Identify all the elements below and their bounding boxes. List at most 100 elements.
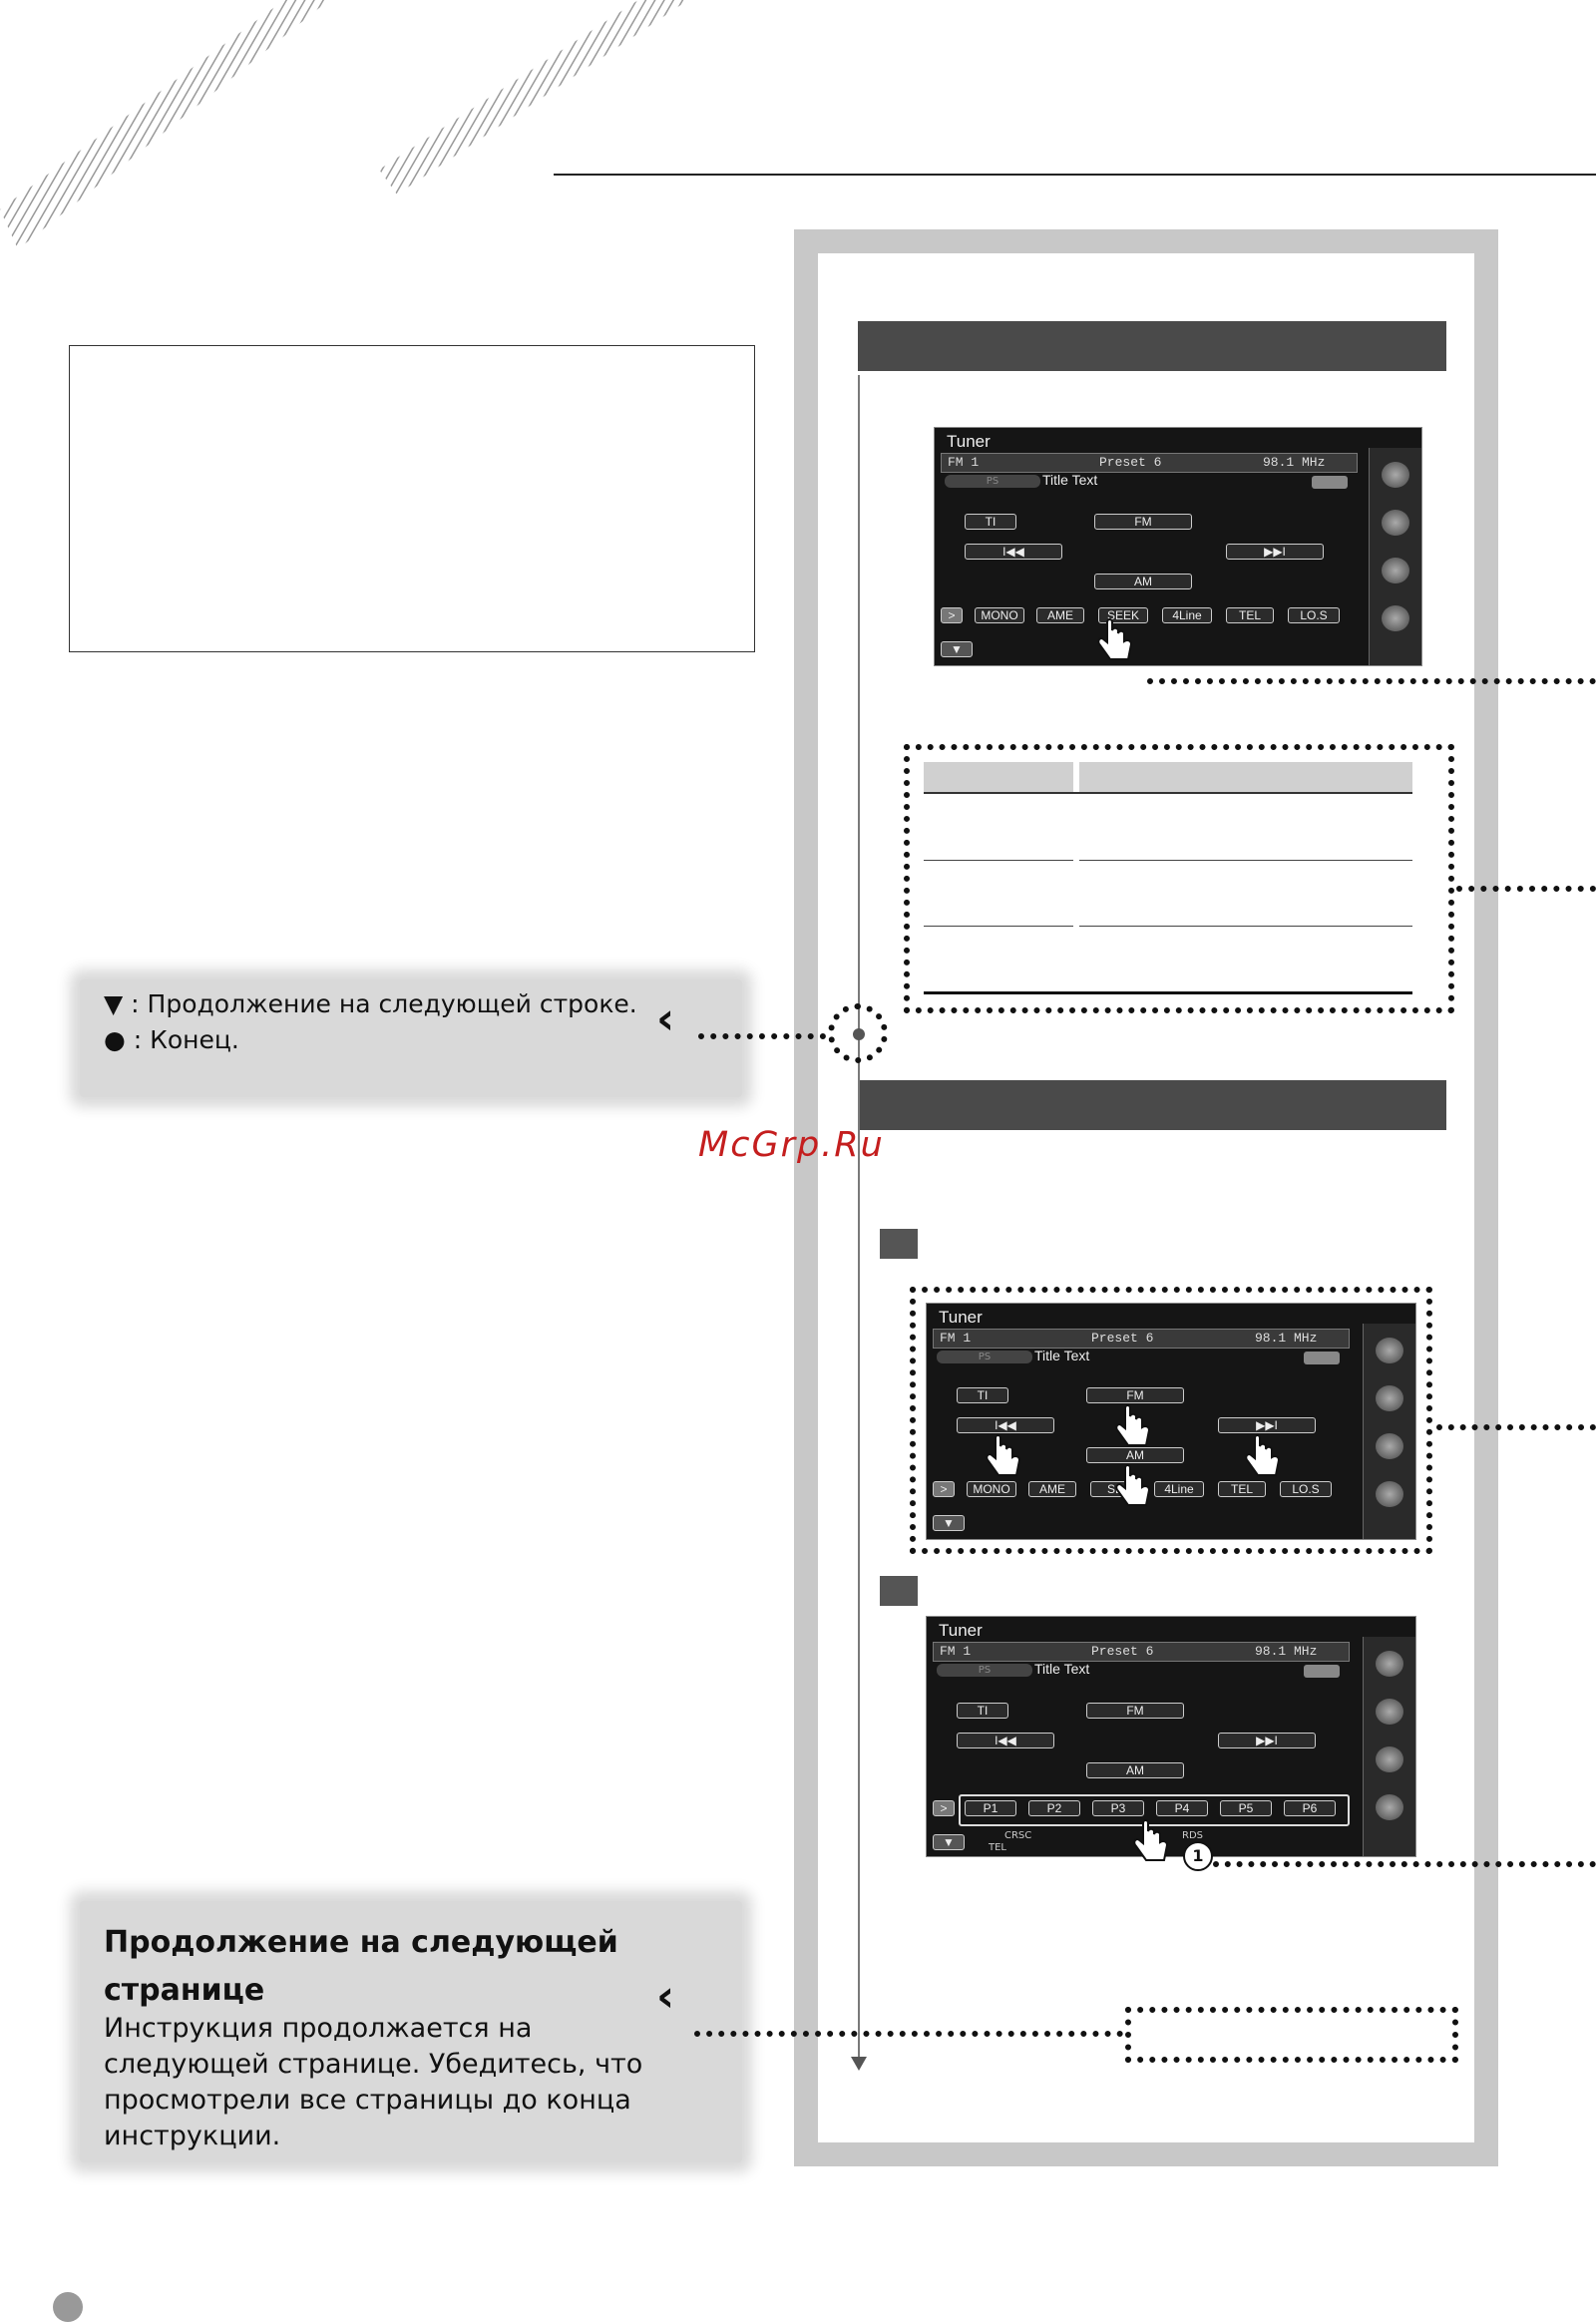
fm-button[interactable]: FM: [1086, 1703, 1184, 1719]
mono-button[interactable]: MONO: [975, 607, 1024, 623]
menu-icon[interactable]: [1382, 462, 1409, 488]
continue-connector: [694, 2031, 1123, 2037]
music-icon[interactable]: [1376, 1385, 1403, 1411]
tuner-screen-2: Tuner FM 1 Preset 6 98.1 MHz PS Title Te…: [926, 1303, 1416, 1540]
band-label: FM 1: [940, 1331, 972, 1346]
tools-icon[interactable]: [1382, 605, 1409, 631]
down-control[interactable]: ▼: [941, 641, 973, 657]
ti-button[interactable]: TI: [965, 514, 1016, 530]
callout-line-3: [1436, 1424, 1596, 1430]
los-button[interactable]: LO.S: [1288, 607, 1340, 623]
mono-button[interactable]: MONO: [967, 1481, 1016, 1497]
decorative-stripes: [0, 0, 688, 249]
ti-button[interactable]: TI: [957, 1703, 1008, 1719]
status-bar: FM 1 Preset 6 98.1 MHz: [933, 1329, 1350, 1349]
callout-line-1: [1147, 678, 1596, 684]
section-bar-1: [858, 321, 1446, 371]
crsc-label: CRSC: [1004, 1830, 1032, 1841]
legend-down-line: ▼ : Продолжение на следующей строке.: [104, 989, 637, 1018]
seek-prev-button[interactable]: I◀◀: [957, 1733, 1054, 1748]
menu-icon[interactable]: [1376, 1338, 1403, 1363]
seek-next-button[interactable]: ▶▶I: [1226, 544, 1324, 560]
seek-prev-button[interactable]: I◀◀: [965, 544, 1062, 560]
preset-p5-button[interactable]: P5: [1220, 1800, 1272, 1816]
table-header-cell-2: [1079, 762, 1412, 792]
callout-line-2: [1456, 886, 1596, 892]
down-control[interactable]: ▼: [933, 1515, 965, 1531]
ps-label: PS: [945, 475, 1040, 488]
callout-line-4: [1213, 1861, 1596, 1867]
callout-number: 1: [1183, 1841, 1213, 1871]
touch-hand-icon: [986, 1434, 1021, 1476]
step-marker-2: [880, 1576, 918, 1606]
side-icon-bar: [1363, 1637, 1415, 1856]
tools-icon[interactable]: [1376, 1794, 1403, 1820]
speaker-icon[interactable]: [1376, 1433, 1403, 1459]
tel-button[interactable]: TEL: [1218, 1481, 1266, 1497]
side-icon-bar: [1363, 1324, 1415, 1539]
preset-p4-button[interactable]: P4: [1156, 1800, 1208, 1816]
seek-next-button[interactable]: ▶▶I: [1218, 1417, 1316, 1433]
title-text: Title Text: [1034, 1348, 1090, 1363]
seek-next-button[interactable]: ▶▶I: [1218, 1733, 1316, 1748]
empty-text-box: [69, 345, 755, 652]
continue-callout-box: [1125, 2007, 1458, 2063]
music-icon[interactable]: [1382, 510, 1409, 536]
ame-button[interactable]: AME: [1028, 1481, 1076, 1497]
back-button[interactable]: [1304, 1352, 1340, 1364]
left-arrow-button[interactable]: >: [933, 1800, 955, 1816]
title-text: Title Text: [1034, 1661, 1090, 1677]
am-button[interactable]: AM: [1086, 1762, 1184, 1778]
section-bar-2: [858, 1080, 1446, 1130]
end-marker-circle: [828, 1003, 888, 1063]
band-label: FM 1: [940, 1644, 972, 1659]
preset-p1-button[interactable]: P1: [965, 1800, 1016, 1816]
preset-p6-button[interactable]: P6: [1284, 1800, 1336, 1816]
back-button[interactable]: [1312, 476, 1348, 489]
4line-button[interactable]: 4Line: [1154, 1481, 1204, 1497]
speaker-icon[interactable]: [1382, 558, 1409, 583]
menu-icon[interactable]: [1376, 1651, 1403, 1677]
left-arrow-button[interactable]: >: [941, 607, 963, 623]
continue-note: Продолжение на следующей странице Инстру…: [80, 1901, 742, 2162]
ti-button[interactable]: TI: [957, 1387, 1008, 1403]
freq-label: 98.1 MHz: [1255, 1644, 1318, 1659]
preset-label: Preset 6: [1091, 1644, 1154, 1659]
table-rule: [924, 792, 1412, 794]
table-rule: [924, 991, 1412, 994]
preset-label: Preset 6: [1091, 1331, 1154, 1346]
ps-label: PS: [937, 1351, 1032, 1363]
table-rule: [1079, 860, 1412, 861]
ame-button[interactable]: AME: [1036, 607, 1084, 623]
screen-title: Tuner: [939, 1308, 983, 1327]
tools-icon[interactable]: [1376, 1481, 1403, 1507]
music-icon[interactable]: [1376, 1699, 1403, 1725]
back-button[interactable]: [1304, 1665, 1340, 1678]
am-button[interactable]: AM: [1094, 574, 1192, 589]
page-number-dot: [53, 2292, 83, 2322]
seek-prev-button[interactable]: I◀◀: [957, 1417, 1054, 1433]
tel-button[interactable]: TEL: [1226, 607, 1274, 623]
fm-button[interactable]: FM: [1094, 514, 1192, 530]
preset-p3-button[interactable]: P3: [1092, 1800, 1144, 1816]
status-bar: FM 1 Preset 6 98.1 MHz: [933, 1642, 1350, 1662]
am-button[interactable]: AM: [1086, 1447, 1184, 1463]
speaker-icon[interactable]: [1376, 1746, 1403, 1772]
header-rule: [554, 174, 1596, 176]
down-control[interactable]: ▼: [933, 1834, 965, 1850]
ps-label: PS: [937, 1664, 1032, 1677]
preset-p2-button[interactable]: P2: [1028, 1800, 1080, 1816]
4line-button[interactable]: 4Line: [1162, 607, 1212, 623]
status-bar: FM 1 Preset 6 98.1 MHz: [941, 453, 1358, 473]
fm-button[interactable]: FM: [1086, 1387, 1184, 1403]
touch-hand-icon: [1097, 618, 1133, 660]
preset-row-frame: [959, 1794, 1350, 1826]
left-arrow-button[interactable]: >: [933, 1481, 955, 1497]
los-button[interactable]: LO.S: [1280, 1481, 1332, 1497]
screen2-callout-box: [910, 1287, 1432, 1554]
table-callout-box: [904, 744, 1454, 1013]
touch-hand-icon: [1115, 1404, 1151, 1446]
screen-title: Tuner: [947, 432, 991, 451]
tel-label: TEL: [989, 1842, 1006, 1853]
flow-line: [858, 375, 860, 2059]
